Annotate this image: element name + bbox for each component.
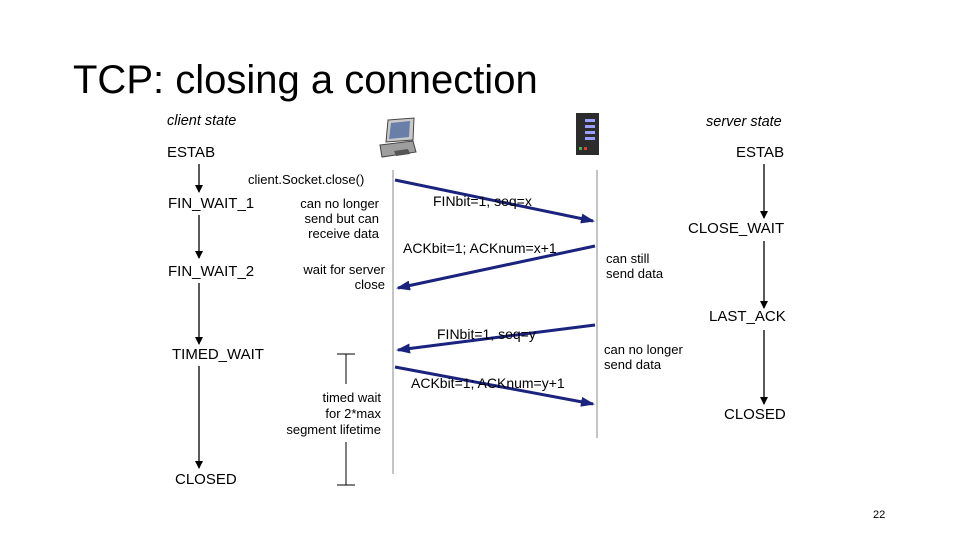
note-close-wait: can still send data [606, 251, 664, 281]
client-state-fin-wait-2: FIN_WAIT_2 [168, 263, 255, 280]
client-state-fin-wait-1: FIN_WAIT_1 [168, 195, 255, 212]
ack-server-arrow [396, 244, 596, 291]
note-fin-wait-1: can no longer send but can receive data [300, 196, 379, 241]
client-state-closed: CLOSED [175, 471, 237, 488]
server-state-header: server state [706, 114, 782, 130]
label-fin-client: FINbit=1, seq=x [433, 193, 532, 209]
server-state-estab: ESTAB [736, 144, 785, 161]
client-close-call: client.Socket.close() [248, 172, 365, 187]
timed-wait-bracket [337, 353, 355, 486]
server-state-closed: CLOSED [724, 406, 786, 423]
fin-client-arrow [394, 178, 595, 224]
server-state-last-ack: LAST_ACK [709, 308, 786, 325]
slide-title: TCP: closing a connection [73, 58, 538, 102]
computer-icon [379, 117, 417, 158]
server-icon [576, 113, 599, 155]
note-timed-wait: timed wait for 2*max segment lifetime [286, 390, 381, 437]
fin-server-arrow [396, 323, 596, 354]
note-fin-wait-2: wait for server close [303, 262, 385, 292]
client-state-estab: ESTAB [167, 144, 216, 161]
ack-client-arrow [394, 365, 595, 407]
label-ack-client: ACKbit=1; ACKnum=y+1 [411, 375, 565, 391]
label-ack-server: ACKbit=1; ACKnum=x+1 [403, 240, 557, 256]
note-last-ack: can no longer send data [604, 342, 683, 372]
label-fin-server: FINbit=1, seq=y [437, 326, 536, 342]
client-state-header: client state [167, 113, 237, 129]
client-state-timed-wait: TIMED_WAIT [172, 346, 264, 363]
page-number: 22 [873, 509, 886, 521]
server-state-close-wait: CLOSE_WAIT [688, 220, 785, 237]
